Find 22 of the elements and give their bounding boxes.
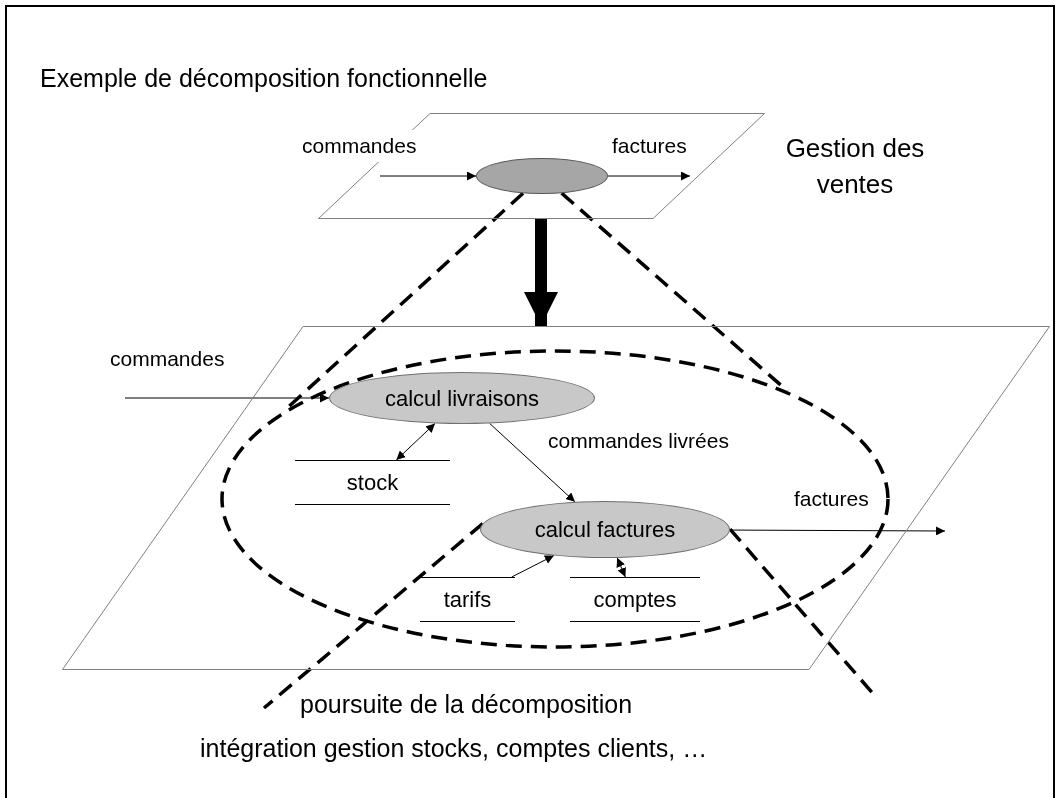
edge-label: commandes [300,130,419,162]
projection-line [262,522,484,710]
data-store [570,577,700,622]
title: Exemple de décomposition fonctionnelle [40,63,488,94]
process-label: stock [346,469,399,497]
data-store [420,577,515,622]
arrow [379,171,477,181]
note-text: poursuite de la décomposition [300,689,633,720]
process-label: calcul factures [534,516,676,544]
arrow [124,393,330,403]
plane-caption: Gestion des ventes [784,132,926,202]
arrow [395,422,436,461]
arrow [607,171,691,181]
arrow [511,555,555,578]
process-label: tarifs [443,586,492,614]
arrow [489,422,576,503]
note-text: intégration gestion stocks, comptes clients, … [200,733,708,764]
process-label: comptes [593,586,677,614]
arrow [616,557,626,578]
data-store [295,460,450,505]
process-label: calcul livraisons [384,384,540,413]
thick-arrow [524,219,558,326]
